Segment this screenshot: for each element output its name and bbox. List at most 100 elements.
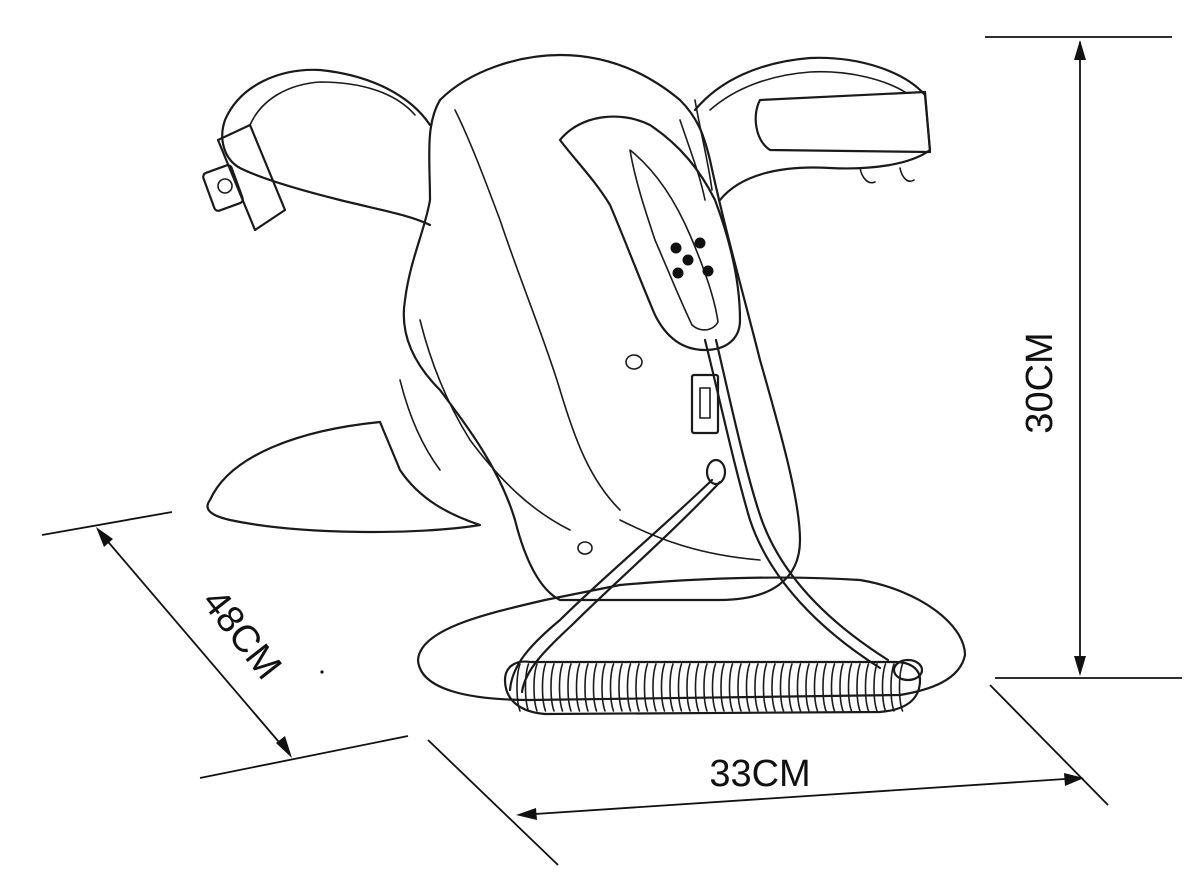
control-console-inner — [629, 149, 719, 331]
coil-ridge — [720, 663, 725, 712]
speck — [320, 670, 324, 674]
width-extension-right — [989, 684, 1109, 806]
coil-ridge — [779, 663, 785, 712]
height-arrow-top — [1074, 40, 1086, 60]
coil-ridge — [669, 663, 674, 712]
height-dimension: 30CM — [985, 36, 1182, 679]
width-dimension-line — [519, 777, 1081, 816]
depth-dimension-line — [97, 529, 291, 756]
coil-ridge — [592, 663, 598, 712]
console-button-4 — [672, 267, 684, 279]
power-switch-toggle — [699, 387, 711, 419]
width-label: 33CM — [709, 753, 810, 795]
pedal-exerciser-drawing — [202, 53, 967, 716]
coil-ridge — [524, 663, 530, 712]
body-hole-upper — [625, 354, 643, 370]
console-button-2 — [694, 237, 706, 249]
right-pedal-tab — [859, 167, 915, 184]
depth-arrow-bottom — [276, 736, 292, 758]
left-pedal-bolt — [217, 178, 233, 194]
coil-ridge — [626, 663, 632, 712]
coil-ridge — [881, 663, 887, 712]
coil-ridge — [864, 663, 870, 712]
coil-ridge — [754, 663, 759, 712]
coil-ridge — [643, 663, 649, 712]
depth-label: 48CM — [194, 582, 290, 688]
left-pedal-strap — [216, 123, 287, 232]
coil-ridge — [728, 663, 734, 712]
right-pedal-block — [754, 90, 932, 154]
coil-ridge — [898, 663, 904, 712]
depth-extension-top — [41, 511, 173, 536]
coil-ridge — [830, 663, 836, 712]
power-switch — [690, 373, 720, 435]
left-pedal-arm — [221, 68, 432, 227]
width-extension-left — [427, 739, 559, 866]
coil-ridge — [839, 663, 844, 712]
coil-ridge — [813, 663, 819, 712]
coil-ridge — [762, 663, 768, 712]
body-contour-1 — [454, 109, 621, 511]
depth-dimension: 48CM — [41, 511, 409, 779]
body-contour-4 — [619, 519, 761, 561]
height-label: 30CM — [1019, 332, 1061, 433]
coil-ridge — [890, 663, 895, 712]
coil-ridge — [635, 663, 640, 712]
body-contour-3 — [399, 379, 441, 471]
coil-ridge — [541, 663, 547, 712]
coil-ridge — [771, 663, 776, 712]
coil-ridge — [796, 663, 802, 712]
coil-ridge — [805, 663, 810, 712]
coil-ridge — [788, 663, 793, 712]
coil-ridge — [516, 663, 521, 712]
console-button-5 — [702, 265, 714, 277]
coil-ridge — [686, 663, 691, 712]
width-arrow-right — [1064, 773, 1084, 786]
left-base-foot — [206, 420, 482, 534]
left-pedal-buckle — [202, 164, 244, 212]
height-arrow-bottom — [1074, 656, 1086, 676]
coil-ridge — [609, 663, 615, 712]
width-dimension: 33CM — [427, 684, 1109, 866]
left-pedal-arm-inner — [249, 81, 416, 126]
coil-ridge — [847, 663, 853, 712]
depth-arrow-top — [96, 527, 113, 547]
main-body — [402, 53, 802, 602]
coil-ridge — [567, 663, 572, 712]
right-pedal-arm — [693, 56, 932, 202]
coil-ridge — [558, 663, 564, 712]
coil-ridge — [575, 663, 581, 712]
coil-ridge — [677, 663, 683, 712]
coil-ridge — [873, 663, 878, 712]
right-base-foot — [416, 576, 967, 702]
coil-end — [892, 658, 924, 682]
coil-ridge — [694, 663, 700, 712]
depth-extension-bottom — [199, 735, 409, 779]
coil-ridge — [652, 663, 657, 712]
coil-ridge — [703, 663, 708, 712]
console-stem — [679, 99, 713, 201]
body-contour-2 — [419, 319, 571, 531]
cable-right-inner — [714, 338, 890, 662]
coil-ridge — [533, 663, 538, 712]
coil-ridge — [856, 663, 861, 712]
cable-left-inner — [520, 480, 722, 694]
cable-socket — [705, 458, 727, 486]
coil-ridge — [822, 663, 827, 712]
coil-ridge — [660, 663, 666, 712]
console-button-1 — [670, 242, 682, 254]
coil-ridge — [711, 663, 717, 712]
coil-ridge — [745, 663, 751, 712]
coiled-cord — [503, 660, 922, 716]
coil-ridge — [737, 663, 742, 712]
cable-right — [703, 338, 882, 670]
coil-ridge — [601, 663, 606, 712]
coil-ridge — [550, 663, 555, 712]
coil-ridge — [584, 663, 589, 712]
body-hole-lower — [577, 541, 593, 555]
right-pedal-arm-inner — [709, 70, 906, 111]
coil-ridge — [618, 663, 623, 712]
control-console-outer — [558, 115, 742, 352]
